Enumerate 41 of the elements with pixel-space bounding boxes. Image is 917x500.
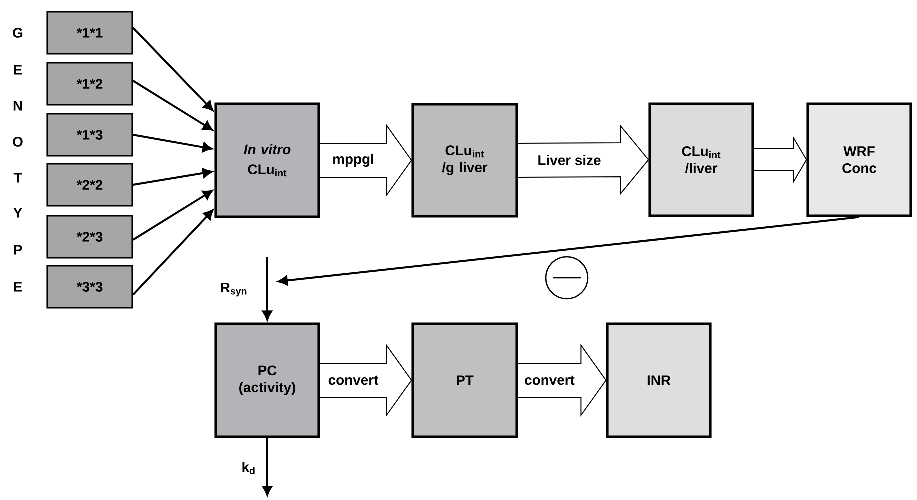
edge-label: convert: [328, 376, 379, 386]
process-box: CLu$_{int}$ /g liver: [412, 103, 518, 218]
arrow: [262, 438, 272, 496]
arrow: [132, 80, 214, 131]
block-arrow: [518, 124, 650, 196]
arrow: [132, 27, 214, 112]
side-letter: G: [13, 28, 23, 38]
edge-label: Liver size: [538, 155, 601, 166]
edge-label: k$_{d}$: [242, 462, 255, 474]
arrow: [132, 190, 214, 241]
edge-label: mppgl: [334, 154, 374, 168]
block-arrow: [320, 344, 412, 418]
genotype-box: *1*2: [46, 62, 134, 106]
genotype-box: *1*1: [46, 11, 134, 55]
arrow: [133, 134, 213, 152]
side-letter: E: [14, 65, 22, 75]
arrow: [132, 210, 214, 296]
process-box: WRF Conc: [806, 102, 912, 218]
side-letter: T: [14, 173, 22, 183]
edge-label: convert: [525, 376, 575, 386]
genotype-box: *2*3: [46, 215, 134, 259]
process-box: INR: [606, 322, 712, 438]
block-arrow: [754, 136, 808, 184]
arrow: [278, 216, 860, 286]
process-box: In vitro CLu$_{int}$: [214, 102, 320, 218]
side-letter: N: [14, 101, 22, 111]
side-letter: O: [13, 137, 23, 147]
side-letter: E: [14, 282, 22, 292]
edge-label: R$_{syn}$: [221, 282, 247, 297]
process-box: PC (activity): [214, 322, 320, 438]
arrow: [133, 168, 213, 186]
block-arrow: [320, 124, 412, 198]
genotype-box: *3*3: [46, 265, 134, 309]
genotype-box: *2*2: [46, 163, 134, 207]
arrow: [262, 256, 272, 321]
process-box: PT: [412, 322, 518, 438]
side-letter: Y: [14, 208, 22, 218]
genotype-box: *1*3: [46, 113, 134, 157]
side-letter: P: [14, 245, 22, 255]
process-box: CLu$_{int}$ /liver: [648, 102, 754, 218]
block-arrow: [518, 344, 607, 418]
